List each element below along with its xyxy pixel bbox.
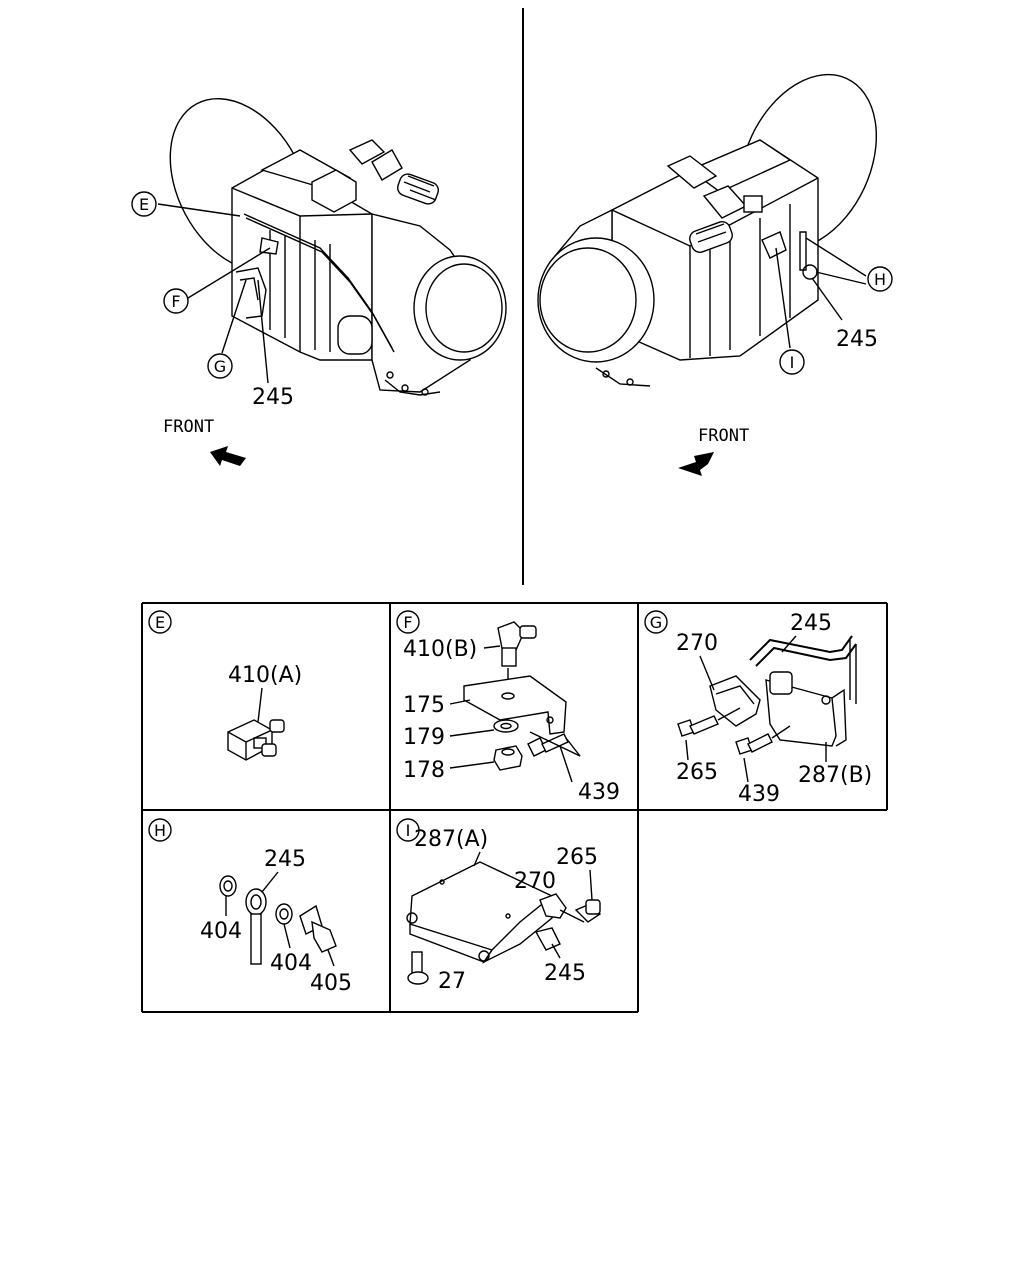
right-transmission-view: H I 245 FRONT (537, 73, 893, 476)
detail-i-part-287a: 287(A) (414, 827, 488, 852)
fitting-410a (227, 719, 285, 761)
detail-grid (141, 602, 888, 1013)
detail-i-part-270: 270 (514, 869, 556, 894)
detail-f-part-410b: 410(B) (403, 637, 477, 662)
left-leader-g (221, 279, 247, 354)
right-leader-i (775, 247, 791, 349)
detail-g-part-270: 270 (676, 631, 718, 656)
detail-g-part-245: 245 (790, 611, 832, 636)
detail-e-letter: E (155, 613, 165, 632)
detail-g-part-439: 439 (738, 782, 780, 807)
detail-h-callout (148, 818, 172, 842)
detail-h-part-405: 405 (310, 971, 352, 996)
left-callout-e (131, 191, 157, 217)
right-callout-h-letter: H (874, 270, 886, 289)
detail-e-callout (148, 610, 172, 634)
left-transmission-view: E F G 245 FRONT (131, 98, 507, 466)
detail-i-letter: I (406, 821, 411, 840)
right-callout-i (779, 349, 805, 375)
left-callout-f (163, 288, 189, 314)
detail-h-letter: H (154, 821, 166, 840)
left-leader-245 (257, 279, 269, 384)
left-callout-e-letter: E (139, 195, 149, 214)
left-callout-g (207, 353, 233, 379)
detail-g-part-287b: 287(B) (798, 763, 872, 788)
detail-f-callout (396, 610, 420, 634)
detail-g: G 245 270 265 439 287(B) (644, 610, 872, 807)
detail-i-part-265: 265 (556, 845, 598, 870)
detail-g-callout (644, 610, 668, 634)
detail-f-part-175: 175 (403, 693, 445, 718)
detail-h-part-245: 245 (264, 847, 306, 872)
left-output-flange (413, 255, 507, 361)
right-callout-h (867, 266, 893, 292)
left-part-label-245: 245 (252, 385, 294, 410)
left-leader-f (187, 247, 271, 299)
detail-i-callout (396, 818, 420, 842)
detail-h: H 245 404 404 405 (148, 818, 352, 996)
clip-270 (709, 675, 761, 727)
detail-i-part-27: 27 (438, 969, 466, 994)
detail-f-part-178: 178 (403, 758, 445, 783)
detail-i-part-245: 245 (544, 961, 586, 986)
left-callout-f-letter: F (171, 292, 180, 311)
detail-e-part-410a: 410(A) (228, 663, 302, 688)
left-front-label: FRONT (163, 417, 214, 437)
left-leader-e (157, 203, 241, 217)
right-front-arrow-icon (678, 452, 714, 476)
detail-h-part-404b: 404 (270, 951, 312, 976)
right-part-label-245: 245 (836, 327, 878, 352)
right-callout-i-letter: I (790, 353, 795, 372)
detail-h-part-404a: 404 (200, 919, 242, 944)
right-output-flange (537, 237, 655, 363)
detail-f-part-439: 439 (578, 780, 620, 805)
detail-f-letter: F (403, 613, 412, 632)
detail-i: I 287(A) 270 265 27 245 (396, 818, 602, 994)
plate-175 (463, 675, 567, 735)
detail-f: F 410(B) 175 179 178 439 (396, 610, 620, 805)
detail-e: E 410(A) (148, 610, 302, 761)
right-leader-245 (811, 277, 843, 321)
left-front-arrow-icon (210, 446, 246, 466)
detail-g-part-265: 265 (676, 760, 718, 785)
right-leader-h (805, 237, 867, 277)
left-callout-g-letter: G (214, 357, 226, 376)
right-front-label: FRONT (698, 426, 749, 446)
detail-g-letter: G (650, 613, 662, 632)
detail-f-part-179: 179 (403, 725, 445, 750)
